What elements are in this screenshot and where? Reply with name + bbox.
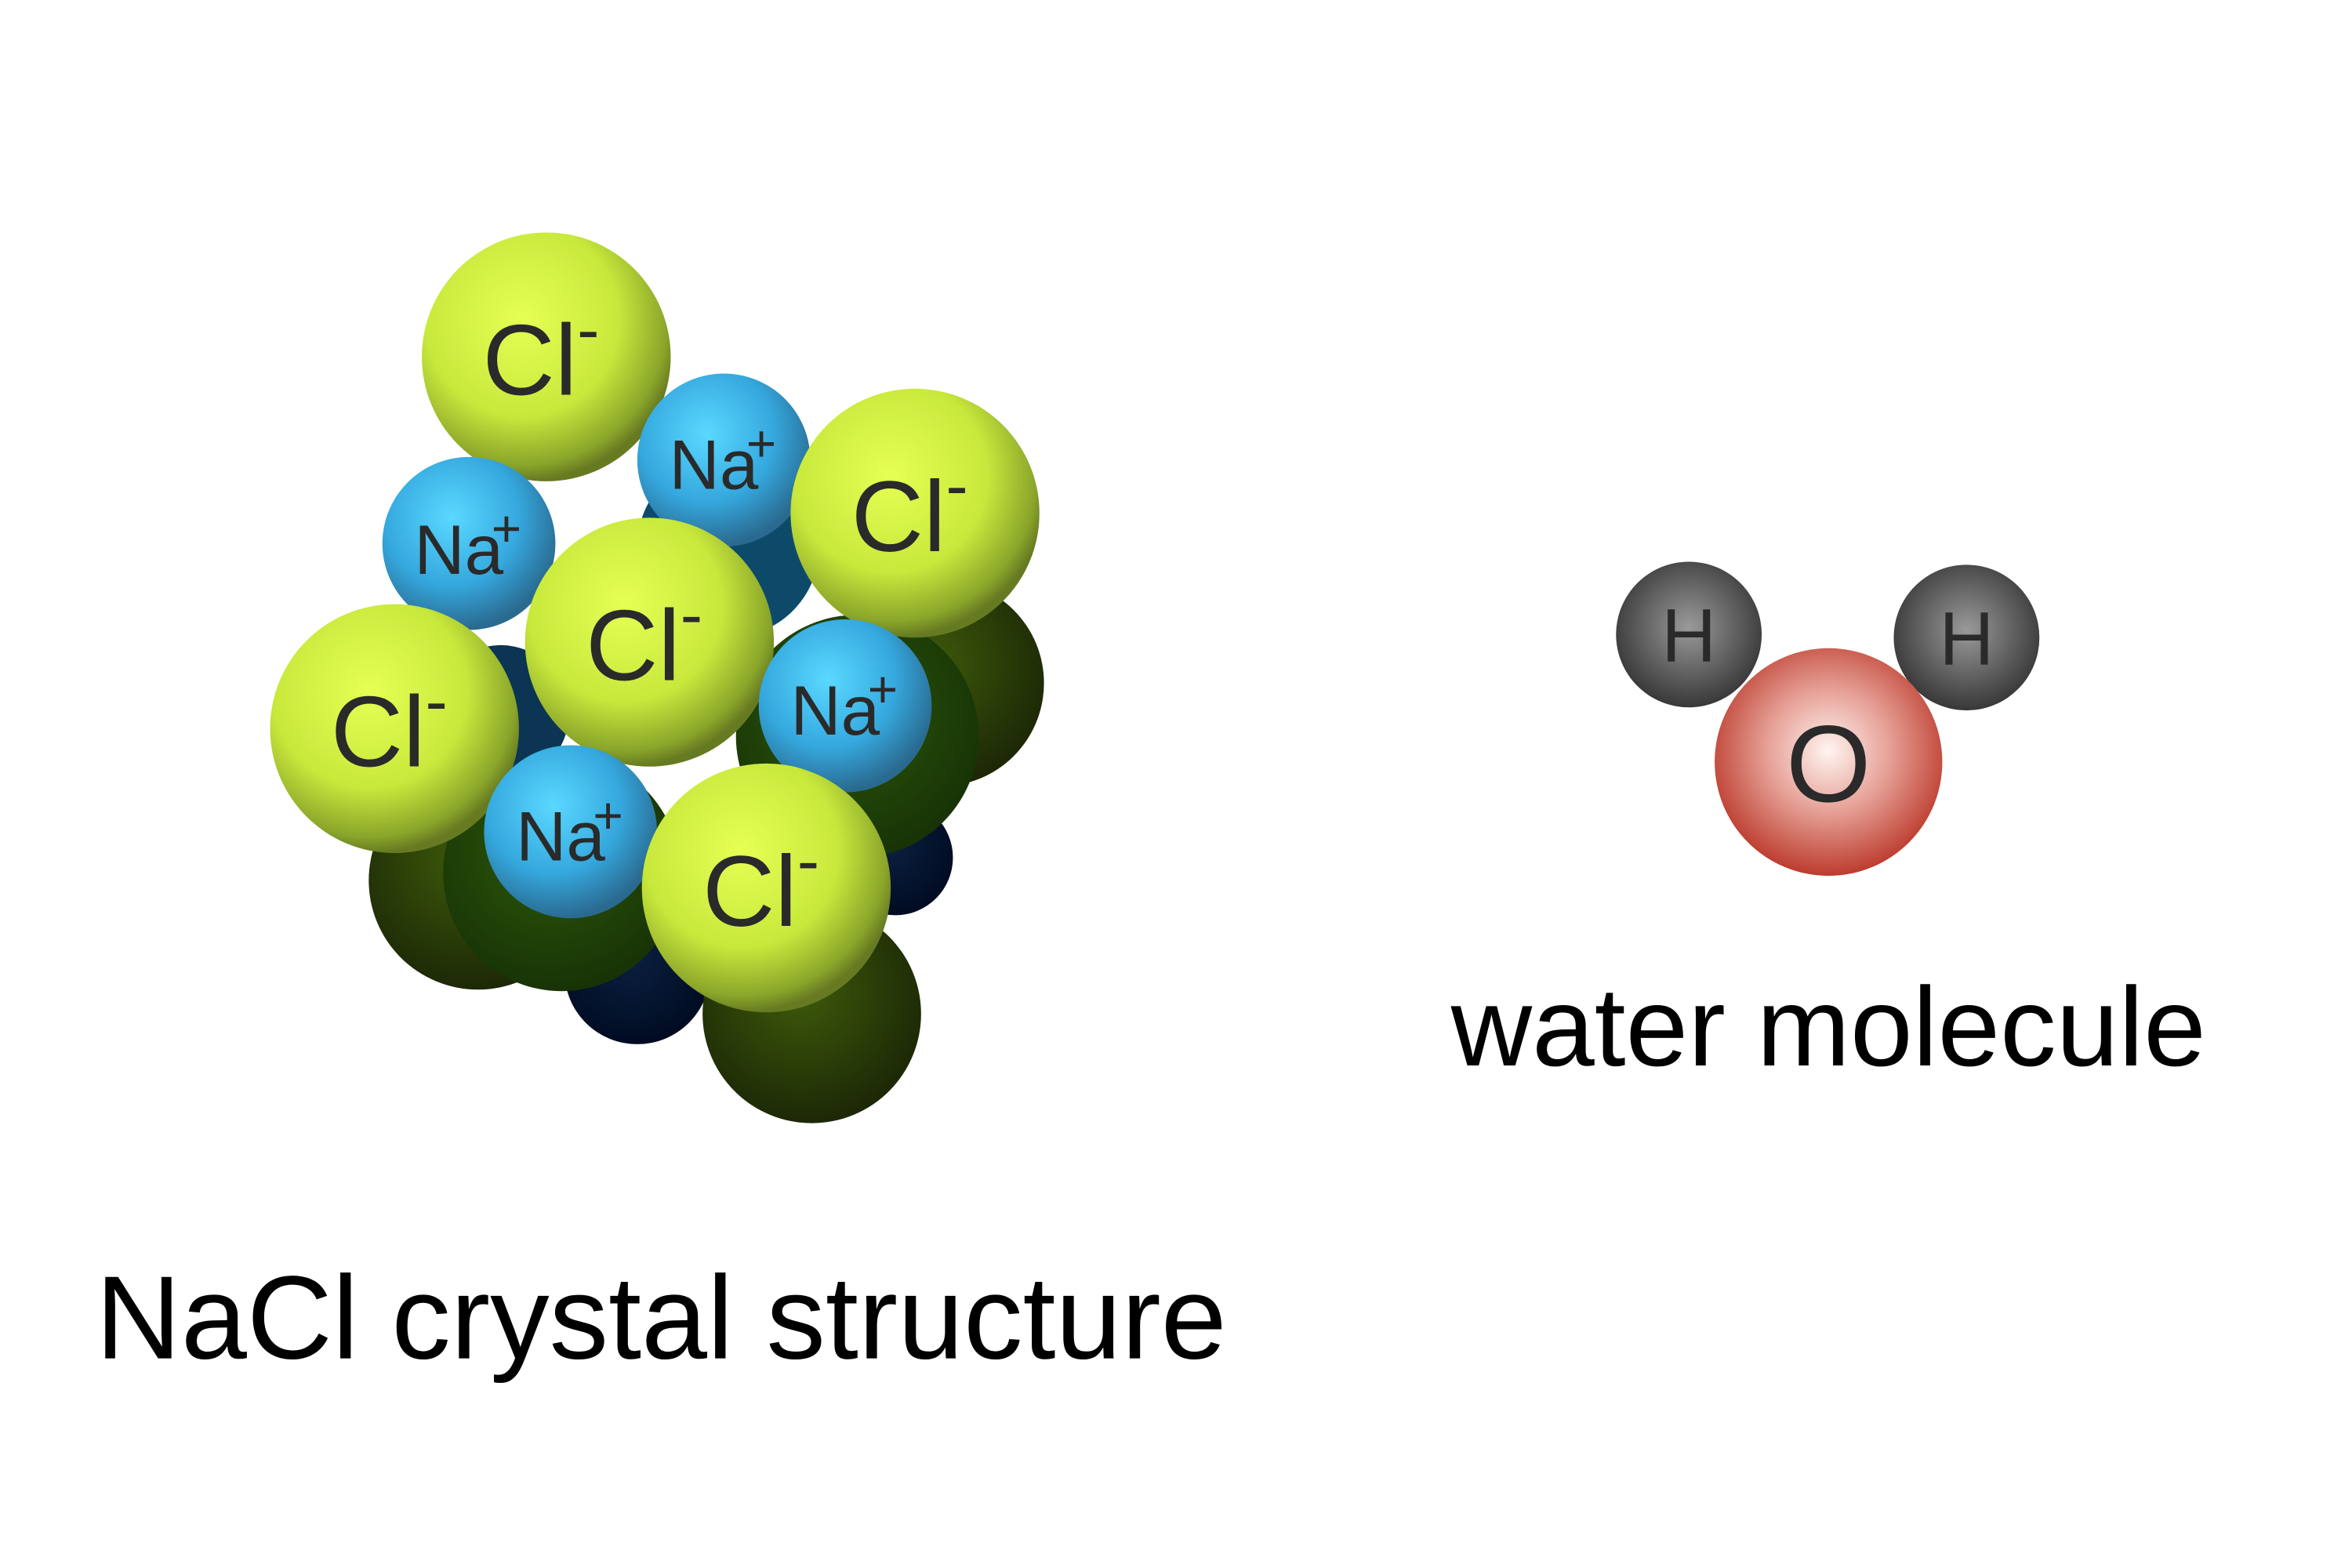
sodium-ion: Na+	[758, 619, 932, 793]
water-caption: water molecule	[1450, 964, 2206, 1090]
ion-symbol: Cl	[482, 305, 577, 417]
svg-text:Cl-: Cl-	[482, 292, 599, 416]
svg-text:Na+: Na+	[670, 415, 777, 504]
ion-charge: -	[946, 449, 967, 524]
ion-charge: +	[746, 415, 776, 473]
ion-symbol: Cl	[851, 461, 946, 573]
ion-charge: -	[681, 578, 702, 652]
svg-text:Cl-: Cl-	[331, 665, 448, 789]
ion-symbol: Cl	[702, 836, 797, 948]
sodium-ion: Na+	[637, 373, 811, 547]
chloride-ion: Cl-	[790, 388, 1040, 638]
svg-text:Na+: Na+	[516, 786, 623, 876]
chloride-ion: Cl-	[422, 232, 671, 481]
atom-symbol: H	[1939, 596, 1994, 681]
ion-charge: +	[593, 786, 622, 844]
nacl-crystal: Cl- Na+ Na+ Cl- Cl- Cl- Na+ Na+	[270, 232, 1044, 1123]
ion-charge: +	[868, 660, 898, 718]
svg-text:Cl-: Cl-	[586, 578, 702, 702]
ion-charge: -	[426, 665, 448, 739]
ion-symbol: Na	[516, 797, 605, 876]
ion-charge: -	[797, 824, 819, 898]
ion-charge: +	[492, 499, 521, 557]
hydrogen-atom: H	[1616, 561, 1762, 708]
svg-text:Cl-: Cl-	[702, 824, 819, 948]
nacl-caption: NaCl crystal structure	[96, 1251, 1227, 1384]
hydrogen-atom: H	[1893, 564, 2040, 711]
svg-text:Na+: Na+	[790, 660, 898, 750]
ion-symbol: Na	[790, 671, 880, 750]
oxygen-atom: O	[1715, 648, 1943, 877]
chloride-ion: Cl-	[641, 763, 891, 1013]
sodium-ion: Na+	[484, 745, 658, 919]
atom-symbol: H	[1661, 593, 1716, 678]
chloride-ion: Cl-	[270, 604, 519, 854]
sodium-ion: Na+	[382, 456, 556, 630]
atom-symbol: O	[1786, 702, 1871, 825]
ion-charge: -	[577, 292, 599, 367]
chloride-ion: Cl-	[524, 517, 775, 767]
ion-symbol: Cl	[331, 677, 426, 789]
water-molecule: H H O	[1616, 561, 2040, 877]
ion-symbol: Cl	[586, 590, 681, 702]
svg-text:Cl-: Cl-	[851, 449, 968, 573]
svg-text:Na+: Na+	[414, 499, 521, 589]
ion-symbol: Na	[414, 510, 503, 589]
ion-symbol: Na	[670, 426, 759, 504]
